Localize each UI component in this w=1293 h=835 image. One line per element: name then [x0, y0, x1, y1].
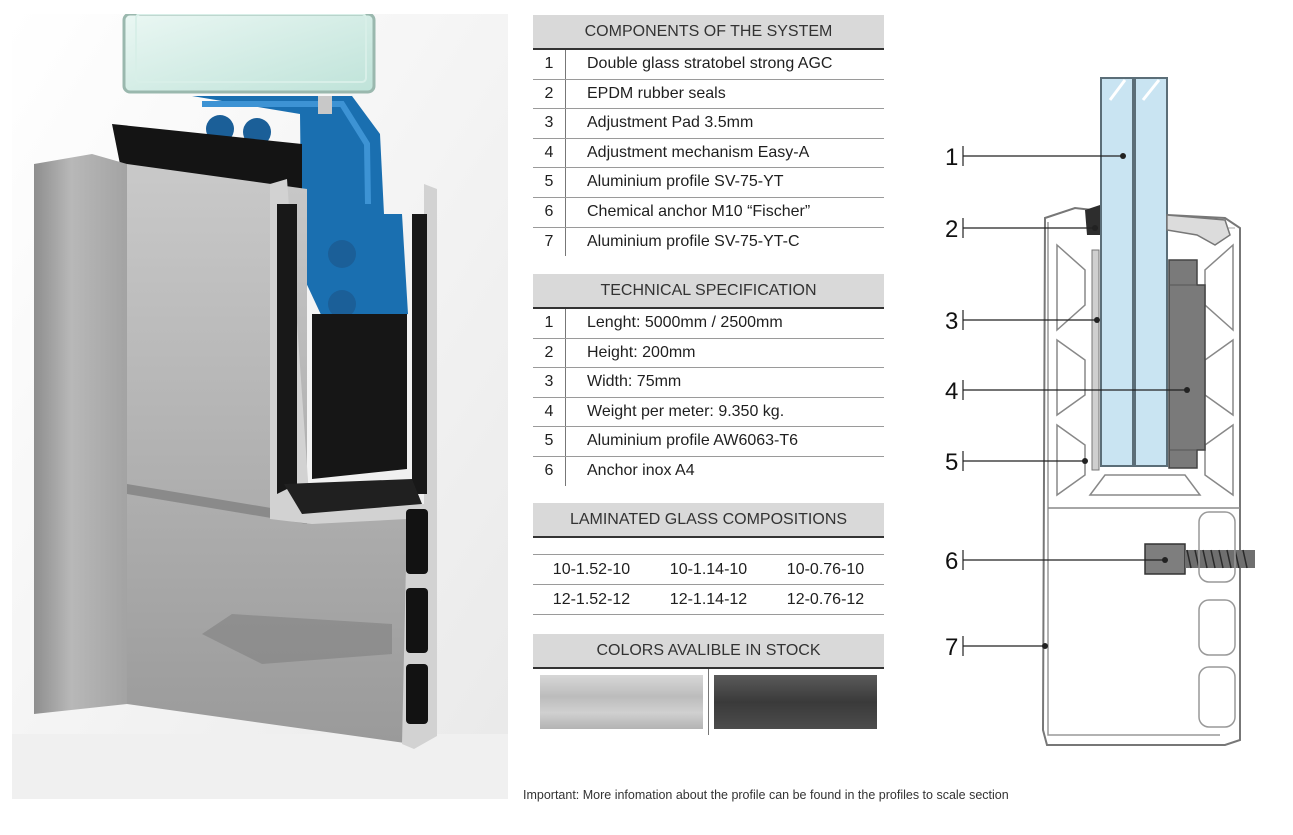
table-row: 3 Width: 75mm [533, 368, 884, 398]
glass-cell: 12-1.14-12 [650, 585, 767, 615]
callout-6: 6 [945, 548, 958, 575]
row-text: Chemical anchor M10 “Fischer” [587, 202, 811, 220]
row-number: 4 [533, 138, 566, 168]
table-row: 4 Weight per meter: 9.350 kg. [533, 397, 884, 428]
glass-cell: 12-1.52-12 [533, 585, 650, 615]
row-number: 2 [533, 79, 566, 109]
row-number: 2 [533, 338, 566, 368]
row-text: Aluminium profile AW6063-T6 [587, 432, 799, 450]
row-number: 7 [533, 227, 566, 257]
table-row: 6 Anchor inox A4 [533, 456, 884, 486]
silver-swatch [540, 675, 703, 729]
glass-grid: 10-1.52-10 10-1.14-10 10-0.76-10 12-1.52… [533, 555, 884, 615]
cross-section-diagram: 1 2 3 4 5 6 7 [945, 77, 1255, 746]
components-table: COMPONENTS OF THE SYSTEM 1 Double glass s… [533, 15, 884, 257]
row-number: 3 [533, 109, 566, 138]
callout-1: 1 [945, 144, 958, 171]
callout-4: 4 [945, 378, 958, 405]
row-text: Adjustment Pad 3.5mm [587, 114, 754, 132]
callout-3: 3 [945, 308, 958, 335]
table-row: 5 Aluminium profile SV-75-YT [533, 168, 884, 198]
glass-cell: 10-1.52-10 [533, 555, 650, 585]
row-text: Weight per meter: 9.350 kg. [587, 402, 785, 420]
glass-cell: 12-0.76-12 [767, 585, 884, 615]
product-render-image [12, 14, 508, 799]
table-row: 5 Aluminium profile AW6063-T6 [533, 427, 884, 457]
row-text: Height: 200mm [587, 343, 696, 361]
glass-cell: 10-1.14-10 [650, 555, 767, 585]
components-title: COMPONENTS OF THE SYSTEM [533, 15, 884, 50]
components-rows: 1 Double glass stratobel strong AGC 2 EPDM … [533, 50, 884, 257]
colors-title: COLORS AVALIBLE IN STOCK [533, 634, 884, 669]
row-number: 1 [533, 50, 566, 79]
specification-title: TECHNICAL SPECIFICATION [533, 274, 884, 309]
row-number: 6 [533, 197, 566, 227]
row-text: Aluminium profile SV-75-YT [587, 173, 784, 191]
row-text: Anchor inox A4 [587, 461, 695, 479]
row-number: 4 [533, 397, 566, 427]
row-text: Adjustment mechanism Easy-A [587, 143, 810, 161]
row-text: Lenght: 5000mm / 2500mm [587, 314, 783, 331]
glass-title: LAMINATED GLASS COMPOSITIONS [533, 503, 884, 538]
table-row: 6 Chemical anchor M10 “Fischer” [533, 197, 884, 228]
row-text: Width: 75mm [587, 373, 682, 391]
row-number: 3 [533, 368, 566, 397]
colors-panel: COLORS AVALIBLE IN STOCK [533, 634, 884, 735]
callout-2: 2 [945, 216, 958, 243]
glass-compositions: LAMINATED GLASS COMPOSITIONS 10-1.52-10 … [533, 503, 884, 615]
table-row: 4 Adjustment mechanism Easy-A [533, 138, 884, 169]
row-number: 5 [533, 427, 566, 456]
dark-grey-swatch [714, 675, 877, 729]
glass-cell: 10-0.76-10 [767, 555, 884, 585]
table-row: 2 Height: 200mm [533, 338, 884, 369]
table-row: 3 Adjustment Pad 3.5mm [533, 109, 884, 139]
row-number: 6 [533, 456, 566, 486]
row-text: Double glass stratobel strong AGC [587, 55, 833, 72]
table-row: 2 EPDM rubber seals [533, 79, 884, 110]
row-number: 1 [533, 309, 566, 338]
callout-7: 7 [945, 634, 958, 661]
table-row: 7 Aluminium profile SV-75-YT-C [533, 227, 884, 257]
row-text: Aluminium profile SV-75-YT-C [587, 232, 800, 250]
row-text: EPDM rubber seals [587, 84, 726, 102]
table-row: 1 Lenght: 5000mm / 2500mm [533, 309, 884, 339]
row-number: 5 [533, 168, 566, 197]
callout-5: 5 [945, 449, 958, 476]
important-note: Important: More infomation about the pro… [523, 788, 1009, 802]
table-row: 1 Double glass stratobel strong AGC [533, 50, 884, 80]
specification-table: TECHNICAL SPECIFICATION 1 Lenght: 5000mm … [533, 274, 884, 486]
